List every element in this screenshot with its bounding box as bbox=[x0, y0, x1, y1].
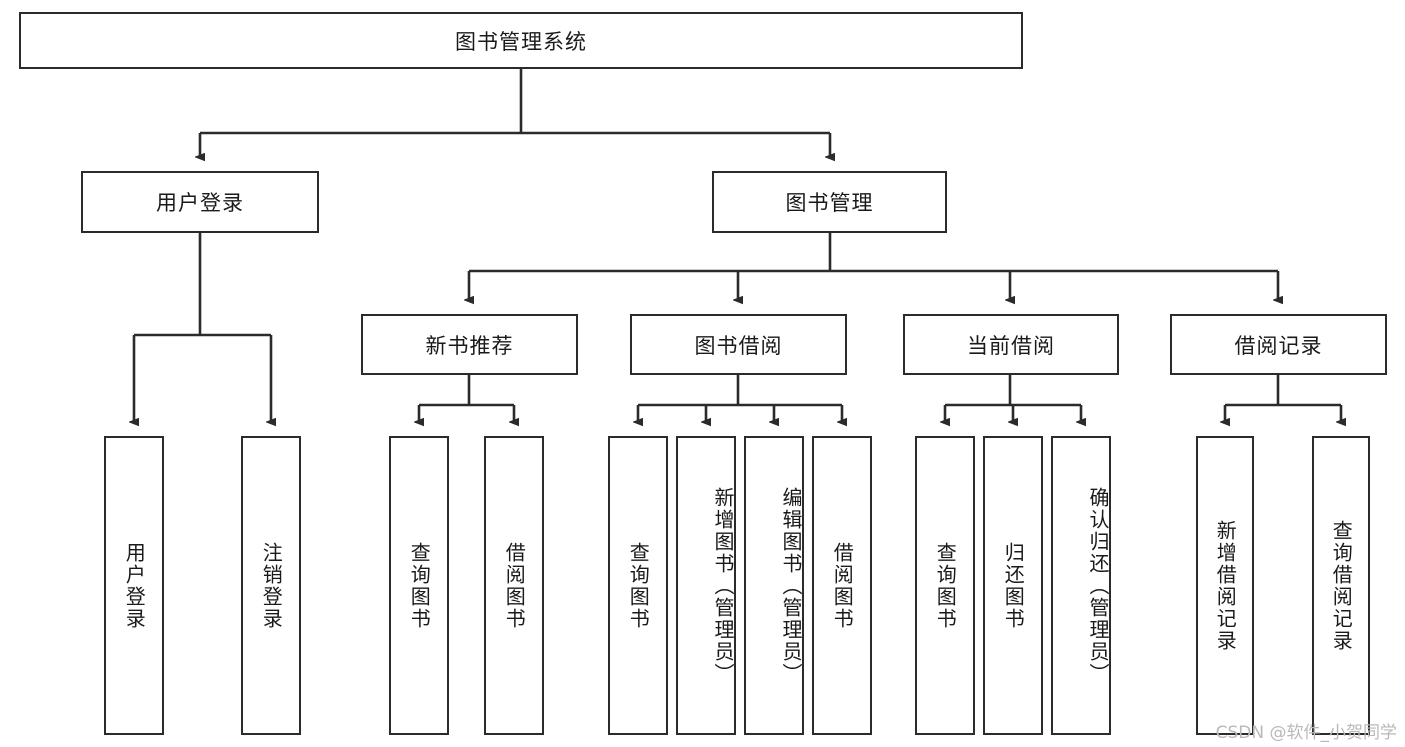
node-user-login[interactable]: 用户登录 bbox=[81, 171, 319, 233]
node-book-borrow[interactable]: 图书借阅 bbox=[630, 314, 847, 375]
node-leaf-bb-borrow-book[interactable]: 借阅图书 bbox=[812, 436, 872, 735]
node-leaf-bb-edit-book[interactable]: 编辑图书（管理员） bbox=[744, 436, 804, 735]
node-book-manage[interactable]: 图书管理 bbox=[712, 171, 947, 233]
node-leaf-cb-query-book[interactable]: 查询图书 bbox=[915, 436, 975, 735]
node-leaf-cb-return-book[interactable]: 归还图书 bbox=[983, 436, 1043, 735]
node-leaf-rec-query-book[interactable]: 查询图书 bbox=[389, 436, 449, 735]
node-leaf-logout[interactable]: 注销登录 bbox=[241, 436, 301, 735]
node-current-borrow[interactable]: 当前借阅 bbox=[903, 314, 1119, 375]
node-new-book-rec[interactable]: 新书推荐 bbox=[361, 314, 578, 375]
node-leaf-br-add-record[interactable]: 新增借阅记录 bbox=[1196, 436, 1254, 735]
node-leaf-bb-query-book[interactable]: 查询图书 bbox=[608, 436, 668, 735]
node-borrow-record[interactable]: 借阅记录 bbox=[1170, 314, 1387, 375]
node-leaf-br-query-record[interactable]: 查询借阅记录 bbox=[1312, 436, 1370, 735]
node-leaf-cb-confirm-return[interactable]: 确认归还（管理员） bbox=[1051, 436, 1111, 735]
node-leaf-rec-borrow-book[interactable]: 借阅图书 bbox=[484, 436, 544, 735]
node-root[interactable]: 图书管理系统 bbox=[19, 12, 1023, 69]
node-leaf-bb-add-book[interactable]: 新增图书（管理员） bbox=[676, 436, 736, 735]
node-leaf-user-login[interactable]: 用户登录 bbox=[104, 436, 164, 735]
